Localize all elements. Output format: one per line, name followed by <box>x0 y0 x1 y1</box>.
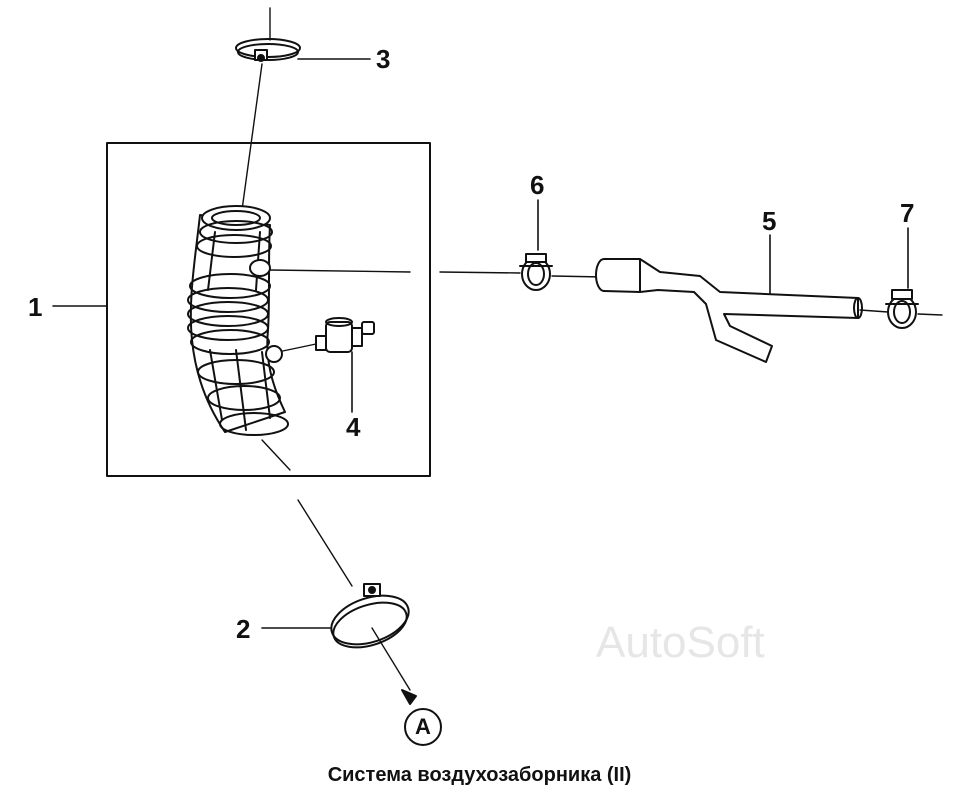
callout-2: 2 <box>236 614 251 644</box>
leader-lines <box>52 58 909 629</box>
pipe-clamp-right <box>885 289 919 329</box>
callout-4: 4 <box>346 412 361 442</box>
callout-7: 7 <box>900 198 915 228</box>
callout-3: 3 <box>376 44 391 74</box>
valve-fitting <box>315 317 375 353</box>
callout-5: 5 <box>762 206 777 236</box>
upper-hose-clamp <box>235 38 301 62</box>
lower-hose-clamp <box>330 583 410 649</box>
reference-marker-a: A <box>404 708 442 746</box>
callout-1: 1 <box>28 292 43 322</box>
air-intake-hose <box>187 205 289 436</box>
axis-lines <box>241 7 943 691</box>
assembly-frame <box>106 142 431 477</box>
arrow-to-a <box>401 689 417 705</box>
diagram-caption: Система воздухозаборника (II) <box>327 764 632 786</box>
callout-6: 6 <box>530 170 545 200</box>
watermark: AutoSoft <box>596 618 765 667</box>
breather-pipe <box>595 258 863 363</box>
pipe-clamp-left <box>519 253 553 291</box>
